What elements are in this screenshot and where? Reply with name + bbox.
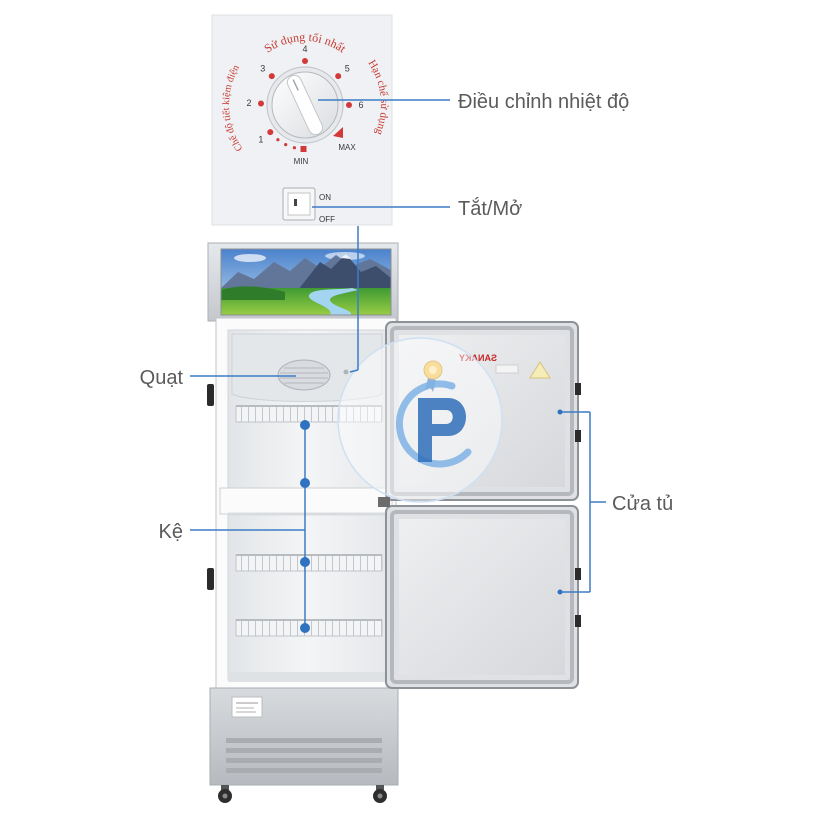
scale-max-arrow-icon	[333, 127, 343, 138]
shelves-label: Kệ	[159, 521, 183, 543]
fridge-body: SANAKY	[207, 242, 581, 803]
scale-min-dot	[284, 143, 288, 147]
lower-door[interactable]	[385, 505, 581, 689]
door-hinge-icon	[378, 497, 390, 507]
dial-scale-marks	[258, 58, 352, 152]
fan-label: Quạt	[140, 367, 184, 389]
dial-max-label: MAX	[338, 143, 356, 152]
base-sticker	[231, 696, 263, 718]
fan-grille-icon	[277, 359, 331, 391]
annotation-lines	[190, 99, 606, 628]
door-marker-dot	[557, 409, 563, 415]
power-switch[interactable]	[282, 187, 316, 221]
door-sticker	[495, 364, 519, 374]
door-latch-icon	[575, 615, 581, 627]
dial-number: 6	[358, 100, 363, 110]
power-switch-label: Tắt/Mở	[458, 197, 522, 220]
dial-number: 2	[246, 98, 251, 108]
dial-number: 5	[345, 63, 350, 73]
triangle-sticker-icon	[529, 361, 551, 379]
scale-min-square	[300, 146, 307, 152]
door-latch-icon	[575, 430, 581, 442]
scale-min-dot	[292, 146, 296, 150]
door-marker-dot	[557, 589, 563, 595]
dial-number: 4	[302, 44, 307, 54]
top-display-box	[207, 242, 399, 322]
scale-dot-4	[302, 58, 308, 64]
fridge-base	[209, 687, 399, 786]
fan-housing	[231, 333, 383, 402]
side-hinge-icon	[207, 384, 214, 406]
compartment-divider	[219, 487, 393, 515]
vent-slat	[226, 748, 382, 753]
door-latch-icon	[575, 568, 581, 580]
wheel-icon	[218, 785, 232, 803]
scale-dot-5	[335, 73, 342, 80]
switch-vertical-line	[349, 369, 359, 373]
temperature-control-label: Điều chỉnh nhiệt độ	[458, 91, 629, 113]
scale-dot-1	[267, 129, 274, 136]
landscape-picture	[220, 248, 392, 316]
vent-slat	[226, 768, 382, 773]
dial-number: 1	[258, 135, 263, 145]
control-panel: Sử dụng tối nhất Hạn chế sử dụng Chế độ …	[211, 14, 393, 226]
doors-label: Cửa tủ	[612, 493, 673, 515]
scale-min-dot	[276, 138, 280, 142]
scale-dot-6	[346, 102, 352, 108]
switch-on-label: ON	[319, 193, 331, 202]
wheel-icon	[373, 785, 387, 803]
dial-min-label: MIN	[294, 157, 309, 166]
cp-logo-watermark	[337, 337, 503, 503]
shelf-marker-dot	[300, 420, 310, 430]
switch-off-label: OFF	[319, 215, 335, 224]
shelf-marker-dot	[300, 623, 310, 633]
door-brand-label: SANAKY	[459, 353, 497, 363]
vent-slat	[226, 738, 382, 743]
temperature-knob[interactable]	[266, 66, 344, 144]
shelf-marker-dot	[300, 478, 310, 488]
annotation-dots	[300, 409, 563, 633]
side-hinge-icon	[207, 568, 214, 590]
door-latch-icon	[575, 383, 581, 395]
scale-dot-2	[258, 100, 264, 107]
shelf-marker-dot	[300, 557, 310, 567]
vent-slat	[226, 758, 382, 763]
dial-number: 3	[260, 63, 265, 73]
scale-dot-3	[268, 73, 275, 80]
cabinet-floor	[228, 672, 386, 682]
wire-shelf	[235, 405, 383, 423]
